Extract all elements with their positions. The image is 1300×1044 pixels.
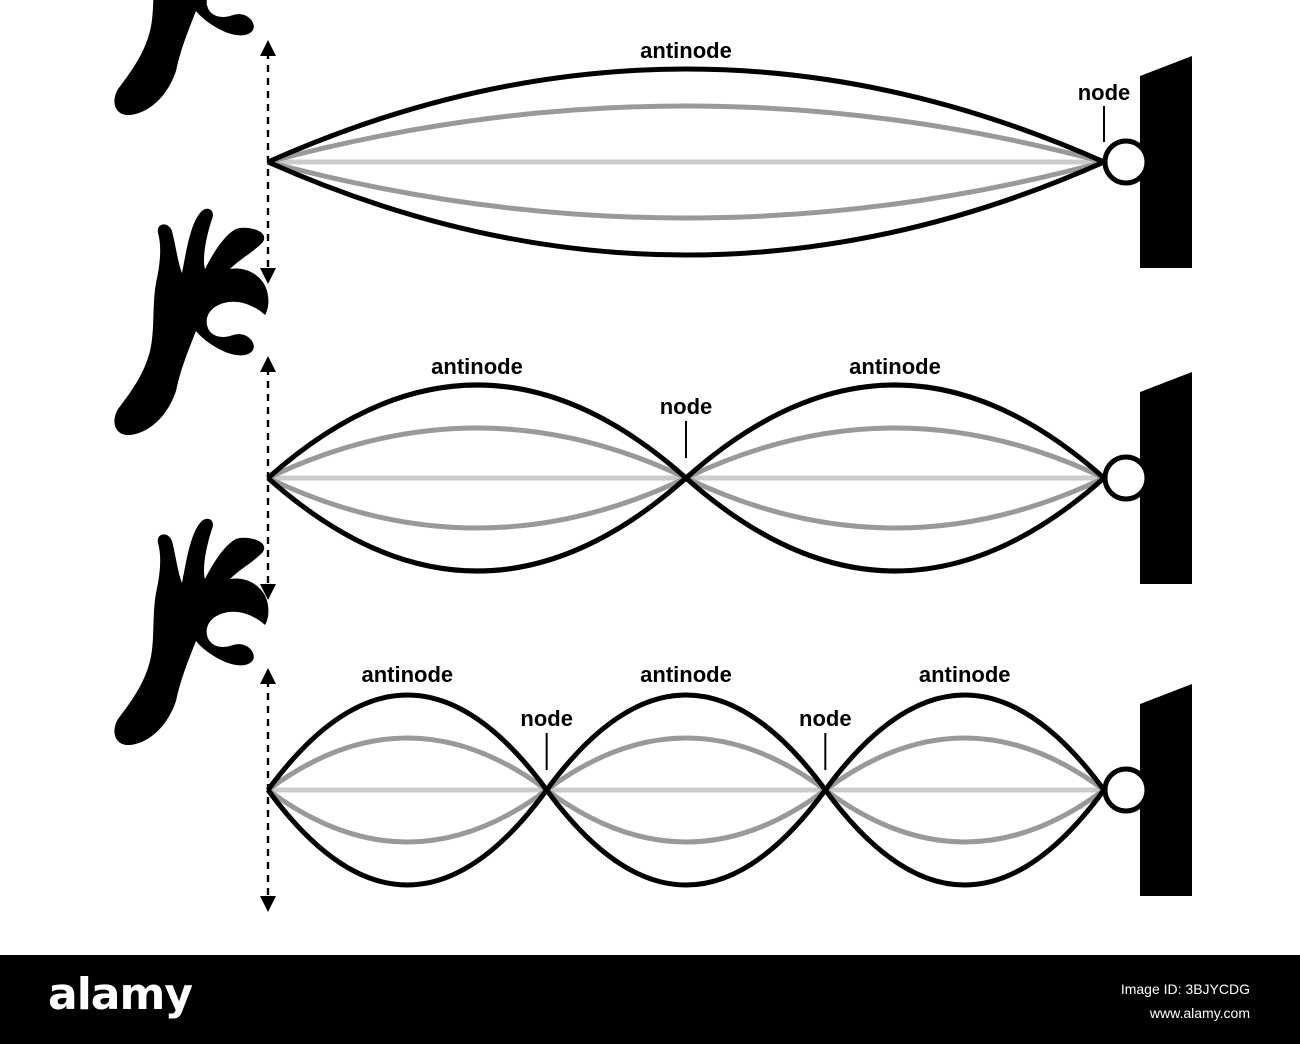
string-envelope-outer [547,790,826,885]
string-envelope-outer [268,695,547,790]
node-label: node [520,706,573,731]
hand-icon [114,209,268,435]
node-label: node [660,394,713,419]
wave-panel-3: antinode antinode antinode node node [114,519,1192,912]
string-envelope-outer [825,790,1104,885]
pulley-icon [1105,457,1147,499]
website-link[interactable]: www.alamy.com [990,1001,1250,1025]
string-envelope-middle [547,738,826,790]
hand-icon [114,519,268,745]
string-envelope-outer [268,790,547,885]
node-label: node [1078,80,1131,105]
string-envelope-middle [686,428,1104,478]
antinode-label: antinode [919,662,1011,687]
string-envelope-middle [268,790,547,842]
footer-meta: Image ID: 3BJYCDG www.alamy.com [990,977,1250,1025]
string-envelope-middle [547,790,826,842]
string-envelope-outer [268,478,686,571]
antinode-label: antinode [640,38,732,63]
string-envelope-middle [268,738,547,790]
antinode-label: antinode [361,662,453,687]
watermark-footer: alamy Image ID: 3BJYCDG www.alamy.com [0,955,1300,1044]
alamy-logo: alamy [48,969,192,1020]
string-envelope-outer [268,69,1104,162]
pulley-icon [1105,769,1147,811]
image-id: Image ID: 3BJYCDG [990,977,1250,1001]
string-envelope-middle [825,790,1104,842]
string-envelope-outer [268,385,686,478]
antinode-label: antinode [431,354,523,379]
wave-panel-2: antinode antinode node [114,209,1192,600]
wave-panel-1: antinode node [114,0,1192,284]
string-envelope-middle [268,478,686,528]
antinode-label: antinode [640,662,732,687]
string-envelope-middle [825,738,1104,790]
hand-icon [114,0,268,115]
string-envelope-outer [686,385,1104,478]
antinode-label: antinode [849,354,941,379]
string-envelope-outer [268,162,1104,255]
pulley-icon [1105,141,1147,183]
string-envelope-middle [268,428,686,478]
node-label: node [799,706,852,731]
string-envelope-middle [686,478,1104,528]
string-envelope-outer [547,695,826,790]
string-envelope-outer [686,478,1104,571]
string-envelope-outer [825,695,1104,790]
